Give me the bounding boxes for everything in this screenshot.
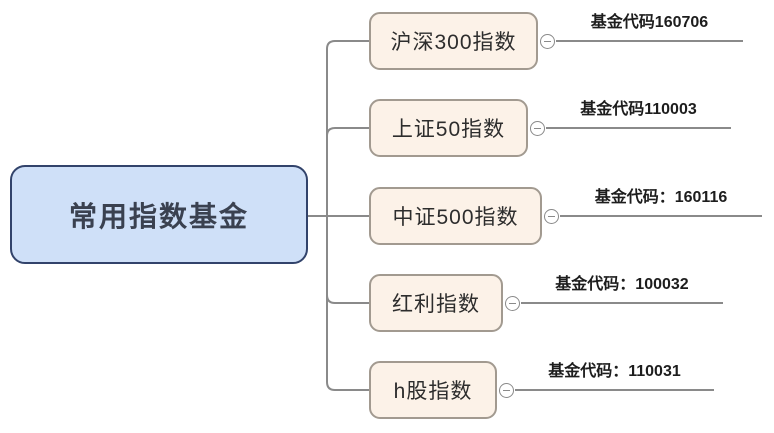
fund-code-node[interactable]: 基金代码：160116 bbox=[560, 188, 762, 217]
connector-line bbox=[326, 127, 369, 216]
fund-code-text: 基金代码110003 bbox=[580, 101, 697, 118]
fund-code-node[interactable]: 基金代码110003 bbox=[546, 100, 731, 129]
fund-code-text: 基金代码160706 bbox=[590, 14, 709, 31]
topic-label: 红利指数 bbox=[392, 293, 480, 316]
topic-label: 中证500指数 bbox=[392, 206, 519, 229]
fund-code-text: 基金代码：100032 bbox=[555, 276, 689, 293]
root-topic-node[interactable]: 常用指数基金 bbox=[10, 165, 308, 264]
connector-line bbox=[326, 40, 369, 216]
minus-icon bbox=[544, 40, 551, 43]
collapse-toggle[interactable] bbox=[540, 34, 555, 49]
topic-node-sz50[interactable]: 上证50指数 bbox=[369, 99, 528, 157]
collapse-toggle[interactable] bbox=[505, 296, 520, 311]
fund-code-text: 基金代码：160116 bbox=[594, 189, 728, 206]
collapse-toggle[interactable] bbox=[499, 383, 514, 398]
fund-code-text: 基金代码：110031 bbox=[548, 363, 681, 380]
fund-code-node[interactable]: 基金代码：110031 bbox=[515, 362, 714, 391]
fund-code-node[interactable]: 基金代码160706 bbox=[556, 13, 743, 42]
minus-icon bbox=[548, 215, 555, 218]
fund-code-node[interactable]: 基金代码：100032 bbox=[521, 275, 723, 304]
topic-node-hgu[interactable]: h股指数 bbox=[369, 361, 497, 419]
root-topic-label: 常用指数基金 bbox=[68, 200, 249, 232]
collapse-toggle[interactable] bbox=[530, 121, 545, 136]
minus-icon bbox=[503, 389, 510, 392]
connector-line bbox=[326, 216, 369, 304]
topic-label: 上证50指数 bbox=[391, 118, 506, 141]
topic-label: h股指数 bbox=[393, 380, 473, 403]
topic-label: 沪深300指数 bbox=[390, 31, 517, 54]
minus-icon bbox=[509, 302, 516, 305]
topic-node-zz500[interactable]: 中证500指数 bbox=[369, 187, 542, 245]
topic-node-hs300[interactable]: 沪深300指数 bbox=[369, 12, 538, 70]
collapse-toggle[interactable] bbox=[544, 209, 559, 224]
minus-icon bbox=[534, 127, 541, 130]
topic-node-hongli[interactable]: 红利指数 bbox=[369, 274, 503, 332]
connector-line bbox=[326, 216, 369, 391]
